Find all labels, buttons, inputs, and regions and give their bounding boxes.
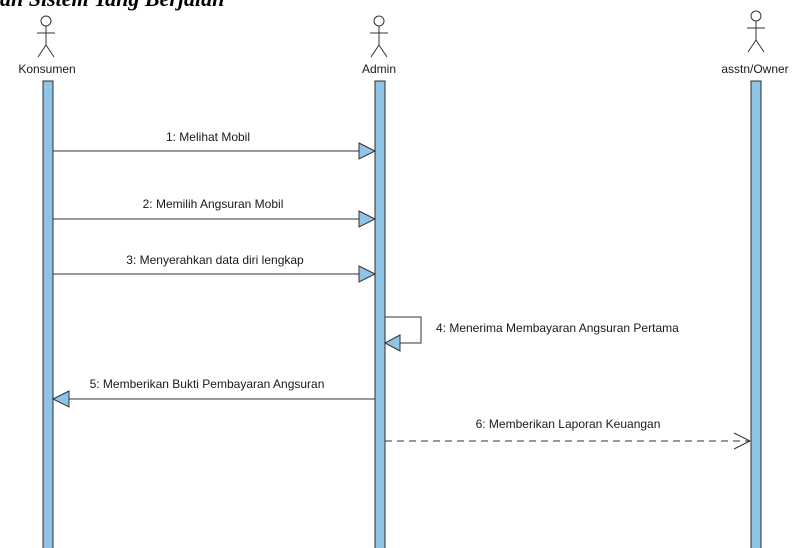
message-label: 1: Melihat Mobil — [166, 130, 250, 144]
message-line — [385, 316, 422, 344]
arrowhead — [733, 432, 752, 450]
actor-konsumen: Konsumen — [18, 15, 76, 76]
arrowhead — [358, 265, 377, 283]
arrowhead — [358, 210, 377, 228]
message-6: 6: Memberikan Laporan Keuangan — [385, 417, 752, 450]
message-label: 3: Menyerahkan data diri lengkap — [126, 253, 304, 267]
message-label: 2: Memilih Angsuran Mobil — [143, 197, 284, 211]
actor-icon — [37, 15, 55, 58]
message-3: 3: Menyerahkan data diri lengkap — [53, 253, 377, 283]
actor-admin: Admin — [362, 15, 396, 76]
arrowhead — [383, 334, 401, 352]
actor-icon — [747, 10, 765, 53]
message-label: 5: Memberikan Bukti Pembayaran Angsuran — [90, 377, 325, 391]
lifeline-admin — [374, 80, 386, 548]
actor-name: asstn/Owner — [721, 62, 788, 76]
message-5: 5: Memberikan Bukti Pembayaran Angsuran — [51, 377, 375, 408]
arrowhead — [51, 390, 70, 408]
message-2: 2: Memilih Angsuran Mobil — [53, 197, 377, 228]
lifeline-owner — [750, 80, 762, 548]
diagram-title: an Sistem Yang Berjalan — [0, 0, 224, 12]
lifeline-konsumen — [42, 80, 54, 548]
actor-icon — [370, 15, 388, 58]
arrowhead — [358, 142, 377, 160]
message-4: 4: Menerima Membayaran Angsuran Pertama — [383, 316, 679, 352]
actor-name: Admin — [362, 62, 396, 76]
actor-name: Konsumen — [18, 62, 75, 76]
message-1: 1: Melihat Mobil — [53, 130, 377, 160]
message-label: 4: Menerima Membayaran Angsuran Pertama — [436, 321, 679, 335]
message-label: 6: Memberikan Laporan Keuangan — [476, 417, 661, 431]
actor-owner: asstn/Owner — [721, 10, 789, 76]
